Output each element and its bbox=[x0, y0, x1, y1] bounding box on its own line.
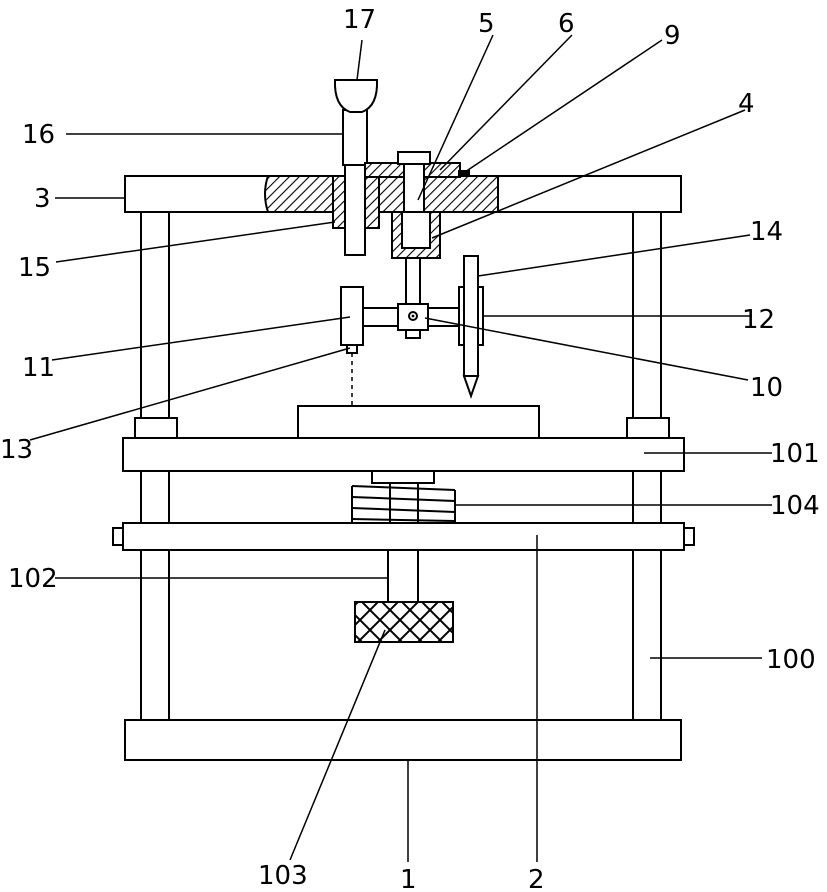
bolt-5-head bbox=[398, 152, 430, 164]
shaft-16-lower bbox=[345, 165, 365, 255]
knob-103 bbox=[355, 602, 453, 642]
top-plate-section bbox=[265, 176, 498, 212]
label-104: 104 bbox=[770, 491, 820, 521]
pin-14 bbox=[464, 256, 478, 376]
part-9 bbox=[458, 170, 470, 176]
label-12: 12 bbox=[742, 305, 775, 335]
holder-11 bbox=[341, 287, 363, 345]
label-4: 4 bbox=[738, 89, 755, 119]
workpiece bbox=[298, 406, 539, 438]
base-plate bbox=[125, 720, 681, 760]
label-13: 13 bbox=[0, 435, 33, 465]
label-11: 11 bbox=[22, 353, 55, 383]
plate-2-left-stub bbox=[113, 528, 123, 545]
left-collar bbox=[135, 418, 177, 438]
label-6: 6 bbox=[558, 9, 575, 39]
spring-guide bbox=[372, 471, 434, 483]
label-15: 15 bbox=[18, 253, 51, 283]
right-collar bbox=[627, 418, 669, 438]
label-102: 102 bbox=[8, 564, 58, 594]
label-103: 103 bbox=[258, 861, 308, 891]
knob-17 bbox=[335, 80, 377, 112]
label-14: 14 bbox=[750, 217, 783, 247]
label-101: 101 bbox=[770, 439, 820, 469]
shaft-16 bbox=[343, 110, 367, 165]
housing-4-core bbox=[402, 212, 430, 248]
label-5: 5 bbox=[478, 9, 495, 39]
label-17: 17 bbox=[343, 5, 376, 35]
label-3: 3 bbox=[34, 184, 51, 214]
label-1: 1 bbox=[400, 865, 417, 892]
rod-102 bbox=[388, 550, 418, 602]
pin-14-tip bbox=[464, 376, 478, 396]
label-2: 2 bbox=[528, 865, 545, 892]
plate-2 bbox=[123, 523, 684, 550]
label-9: 9 bbox=[664, 21, 681, 51]
plate-101 bbox=[123, 438, 684, 471]
plate-2-right-stub bbox=[684, 528, 694, 545]
label-10: 10 bbox=[750, 373, 783, 403]
label-16: 16 bbox=[22, 120, 55, 150]
label-100: 100 bbox=[766, 645, 816, 675]
